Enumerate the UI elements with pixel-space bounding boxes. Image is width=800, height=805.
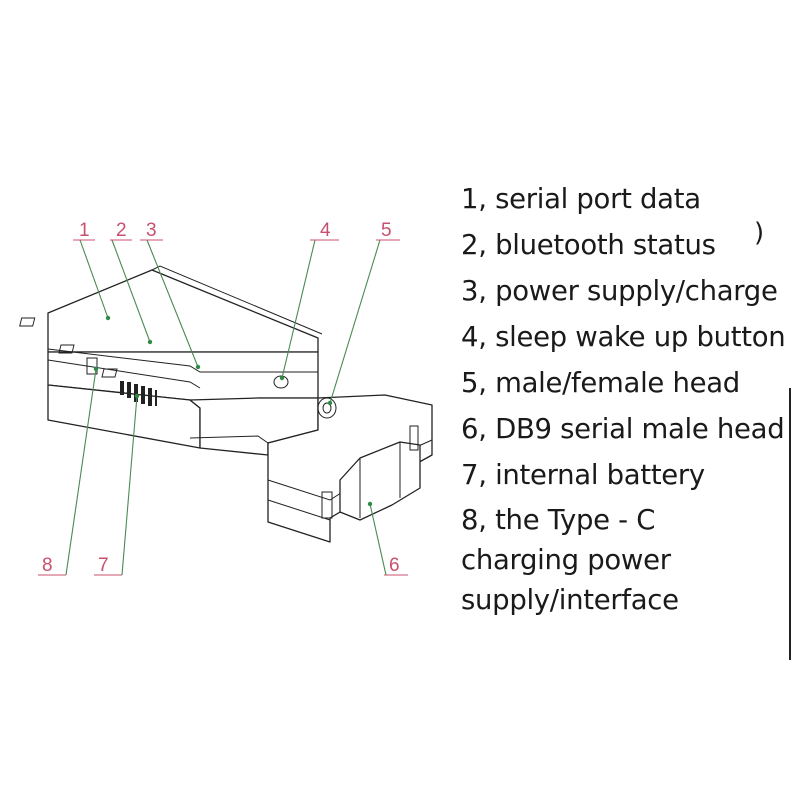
battery-contacts [120,381,157,406]
marker-dot-3 [195,364,201,370]
led-window-power [101,368,118,378]
db9-screw-left [321,491,333,519]
leader-lines [65,239,387,576]
callout-number-2: 2 [116,220,127,241]
leader-line-4 [281,239,316,379]
legend-item-1: 1, serial port data [461,183,701,215]
legend-stray-bracket: ) [754,218,765,248]
led-window-serial-data [19,317,36,327]
legend-item-8: 8, the Type - C charging power supply/in… [461,504,679,616]
marker-dot-7 [134,393,140,399]
type-c-port-shape [86,357,98,375]
device-top-face [47,269,319,353]
callout-number-1: 1 [79,220,90,241]
device-body [19,265,433,543]
legend-item-4: 4, sleep wake up button [461,321,786,353]
legend: 1, serial port data 2, bluetooth status … [461,176,796,620]
callout-number-4: 4 [320,220,331,241]
device-top-edge [151,265,323,335]
db9-connector [321,425,421,521]
marker-dot-6 [367,501,373,507]
led-window-bluetooth [58,344,75,354]
callout-numbers: 1 2 3 4 5 6 7 8 [38,220,408,576]
male-female-switch-inner [322,402,332,414]
leader-line-7 [121,395,138,576]
leader-line-6 [369,503,387,576]
callout-number-5: 5 [381,220,392,241]
callout-number-7: 7 [98,555,109,576]
leader-line-2 [111,239,151,343]
device-step-seam [189,435,269,444]
legend-item-3: 3, power supply/charge [461,275,778,307]
device-right-block-seam-2 [267,499,331,521]
callout-number-6: 6 [389,555,400,576]
leader-line-3 [146,239,199,368]
legend-item-2: 2, bluetooth status [461,229,716,261]
marker-dot-4 [279,375,285,381]
male-female-switch-shape [317,397,337,419]
leader-line-1 [79,239,109,319]
legend-item-6: 6, DB9 serial male head [461,413,785,445]
device-band-seam [47,348,318,373]
callout-number-8: 8 [42,555,53,576]
sleep-wake-button-shape [273,375,289,389]
callout-number-3: 3 [146,220,157,241]
marker-dot-5 [327,400,333,406]
marker-dot-2 [147,339,153,345]
legend-item-7: 7, internal battery [461,459,705,491]
marker-dot-8 [93,366,99,372]
marker-dot-1 [105,315,111,321]
leader-line-8 [65,368,97,576]
right-edge-line [789,388,791,660]
legend-item-5: 5, male/female head [461,367,740,399]
leader-line-5 [329,239,381,404]
db9-screw-right [409,425,419,451]
